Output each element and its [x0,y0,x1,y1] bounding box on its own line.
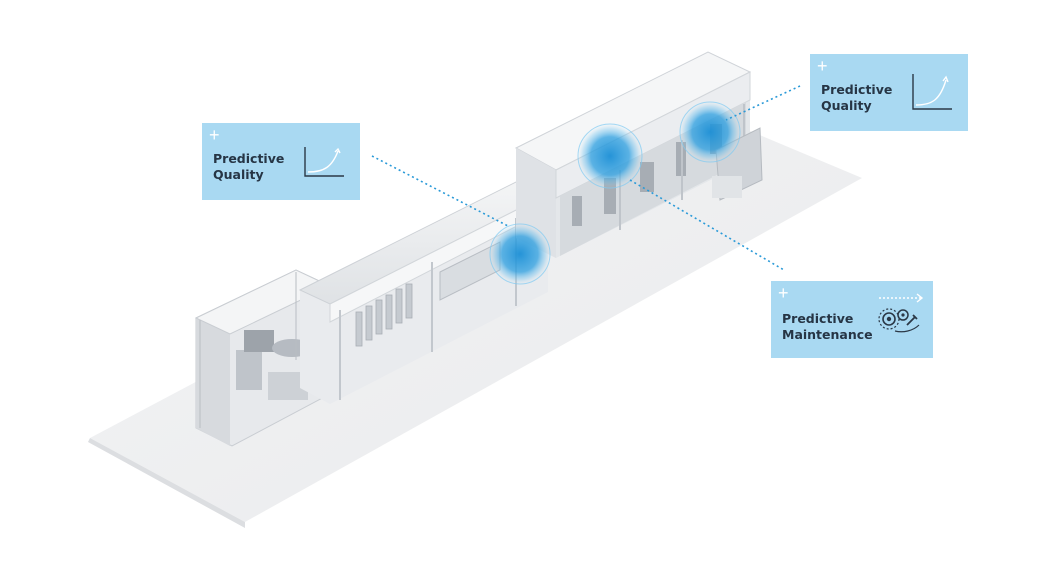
leader-line-left [371,155,509,227]
callout-label: Predictive Maintenance [782,311,873,342]
growth-curve-icon [304,147,344,177]
callout-predictive-quality-left[interactable]: + Predictive Quality [202,123,360,200]
growth-curve-icon [912,74,952,110]
plus-icon: + [817,56,828,76]
callout-predictive-quality-right[interactable]: + Predictive Quality [810,54,968,131]
leader-line-right [725,85,801,121]
highlight-glow-center [490,224,550,284]
highlight-glow-right [680,102,740,162]
floor-edge [88,438,245,528]
gears-arrow-icon [878,293,924,333]
plus-icon: + [778,283,789,303]
conveyor-section [298,179,550,404]
callout-predictive-maintenance[interactable]: + Predictive Maintenance [771,281,933,358]
callout-label: Predictive Quality [213,151,285,182]
plus-icon: + [209,125,220,145]
callout-label: Predictive Quality [821,82,893,113]
highlight-glow-mid [578,124,642,188]
